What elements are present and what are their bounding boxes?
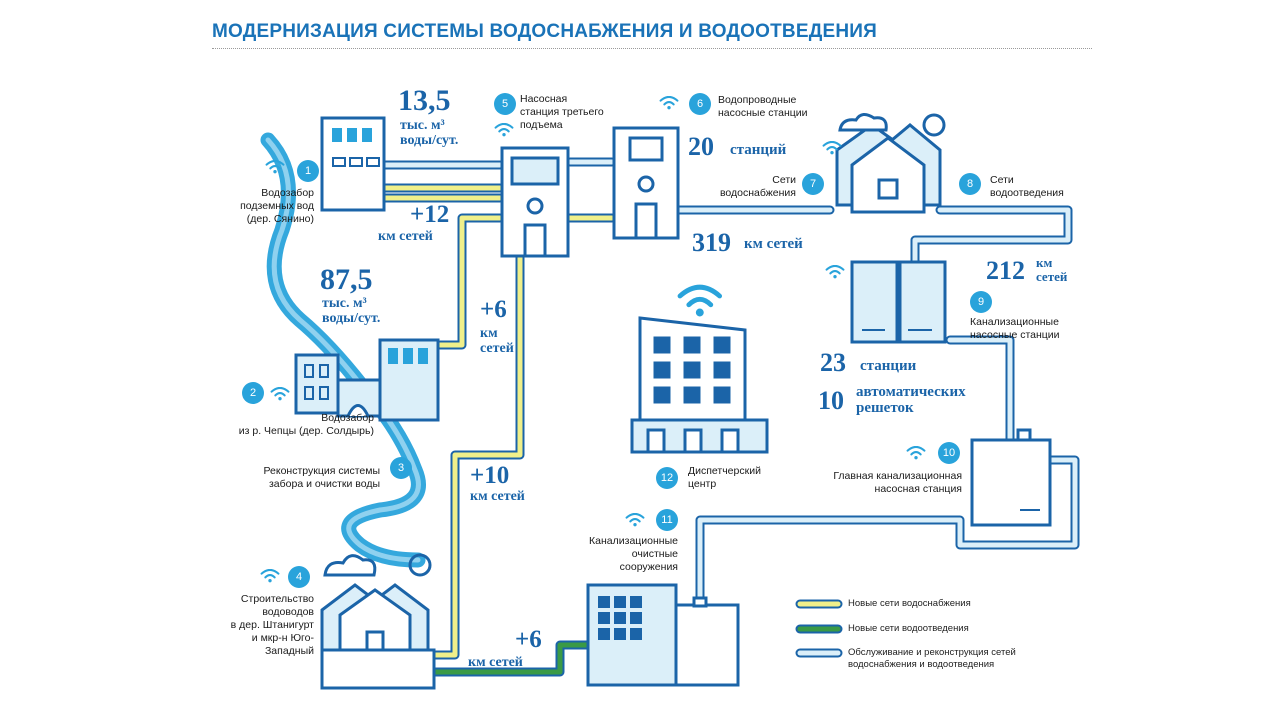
label-node-6: Водопроводные насосные станции	[718, 94, 808, 119]
stat-6-unit: км сетей	[480, 326, 514, 356]
stat-13-5-unit: тыс. м³ воды/сут.	[400, 118, 459, 148]
stat-10-unit: автоматических решеток	[856, 384, 966, 416]
wifi-icon	[906, 446, 926, 460]
badge-5: 5	[494, 93, 516, 115]
building-1	[320, 116, 386, 212]
wifi-icon	[625, 513, 645, 527]
badge-12: 12	[656, 467, 678, 489]
label-node-11: Канализационные очистные сооружения	[589, 535, 678, 573]
stat-20-value: 20	[688, 132, 714, 161]
label-node-1: Водозабор подземных вод (дер. Сянино)	[240, 187, 314, 225]
label-node-5: Насосная станция третьего подъема	[520, 93, 604, 131]
stat-23-unit: станции	[860, 358, 917, 374]
stat-23-value: 23	[820, 348, 846, 377]
wifi-icon	[822, 141, 842, 155]
stat-plus6-unit: км сетей	[468, 655, 523, 670]
stat-319-unit: км сетей	[744, 236, 803, 252]
main-pump-10	[970, 428, 1052, 527]
badge-11: 11	[656, 509, 678, 531]
stat-20-unit: станций	[730, 142, 787, 158]
stat-10-value: 10	[818, 386, 844, 415]
wifi-icon	[260, 569, 280, 583]
wifi-icon	[659, 96, 679, 110]
stat-12-value: +12	[410, 201, 450, 228]
badge-9: 9	[970, 291, 992, 313]
stat-12-unit: км сетей	[378, 229, 433, 244]
stat-87-5-value: 87,5	[320, 263, 373, 296]
label-node-10: Главная канализационная насосная станция	[833, 470, 962, 495]
badge-7: 7	[802, 173, 824, 195]
wifi-icon	[270, 387, 290, 401]
stat-13-5-value: 13,5	[398, 84, 451, 117]
dispatch-wifi	[680, 287, 720, 316]
wifi-icon	[494, 123, 514, 137]
stat-87-5-unit: тыс. м³ воды/сут.	[322, 296, 381, 326]
label-node-9: Канализационные насосные станции	[970, 316, 1060, 341]
badge-2: 2	[242, 382, 264, 404]
wifi-icon	[265, 160, 285, 174]
label-node-3: Реконструкция системы забора и очистки в…	[263, 465, 381, 490]
stat-212-value: 212	[986, 256, 1025, 285]
badge-10: 10	[938, 442, 960, 464]
legend-item-new-sewer: Новые сети водоотведения	[848, 623, 969, 634]
houses-4	[320, 553, 436, 690]
badge-4: 4	[288, 566, 310, 588]
stat-212-unit: км сетей	[1036, 255, 1068, 284]
label-node-8: Сети водоотведения	[990, 174, 1064, 199]
building-2	[294, 338, 440, 422]
title-divider	[212, 48, 1092, 49]
wifi-icon	[825, 265, 845, 279]
stat-plus10-unit: км сетей	[470, 489, 525, 504]
legend-item-maintenance: Обслуживание и реконструкция сетей водос…	[848, 647, 1016, 670]
label-node-4: Строительство водоводов в дер. Штанигурт…	[230, 593, 314, 657]
houses-7	[835, 113, 946, 214]
station-5-building	[500, 146, 570, 258]
badge-1: 1	[297, 160, 319, 182]
label-node-7: Сети водоснабжения	[719, 174, 796, 199]
label-node-12: Диспетчерский центр	[688, 465, 761, 490]
dispatch-center-12	[630, 316, 769, 454]
stat-319-value: 319	[692, 228, 731, 257]
label-node-2: Водозабор из р. Чепцы (дер. Солдырь)	[238, 412, 374, 437]
page-title: МОДЕРНИЗАЦИЯ СИСТЕМЫ ВОДОСНАБЖЕНИЯ И ВОД…	[212, 21, 877, 42]
stat-plus6-value: +6	[515, 626, 542, 653]
legend-swatches	[795, 599, 843, 658]
badge-3: 3	[390, 457, 412, 479]
treatment-plant-11	[586, 583, 740, 687]
stat-6-value: +6	[480, 296, 507, 323]
pumps-9	[850, 260, 947, 344]
legend-item-new-water: Новые сети водоснабжения	[848, 598, 971, 609]
stat-plus10-value: +10	[470, 462, 510, 489]
badge-6: 6	[689, 93, 711, 115]
badge-8: 8	[959, 173, 981, 195]
station-6-building	[612, 126, 680, 240]
